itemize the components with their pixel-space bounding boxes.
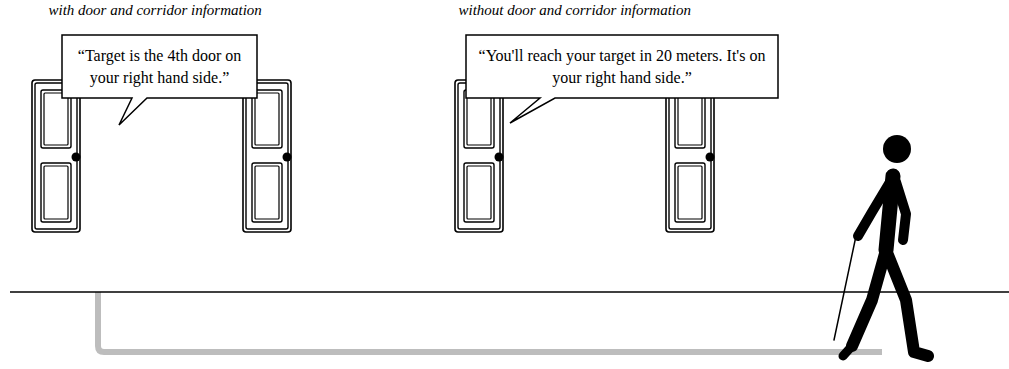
- section-heading: with door and corridor information: [49, 2, 262, 19]
- speech-bubble: “You'll reach your target in 20 meters. …: [466, 35, 778, 98]
- floor-line: [10, 291, 1009, 293]
- bubble-shape: [62, 35, 257, 125]
- bubble-outline: [62, 35, 257, 98]
- bubble-outline: [466, 35, 778, 98]
- bubble-text: “Target is the 4th door on your right ha…: [62, 45, 257, 89]
- bubble-shape: [466, 35, 778, 123]
- route-path: [98, 292, 882, 352]
- door: [32, 80, 81, 232]
- door: [455, 80, 504, 232]
- section-heading: without door and corridor information: [459, 2, 692, 19]
- speech-bubble: “Target is the 4th door on your right ha…: [62, 35, 257, 98]
- door: [243, 80, 292, 232]
- bubble-text: “You'll reach your target in 20 meters. …: [466, 45, 778, 89]
- door: [666, 80, 715, 232]
- walking-person: [834, 135, 928, 356]
